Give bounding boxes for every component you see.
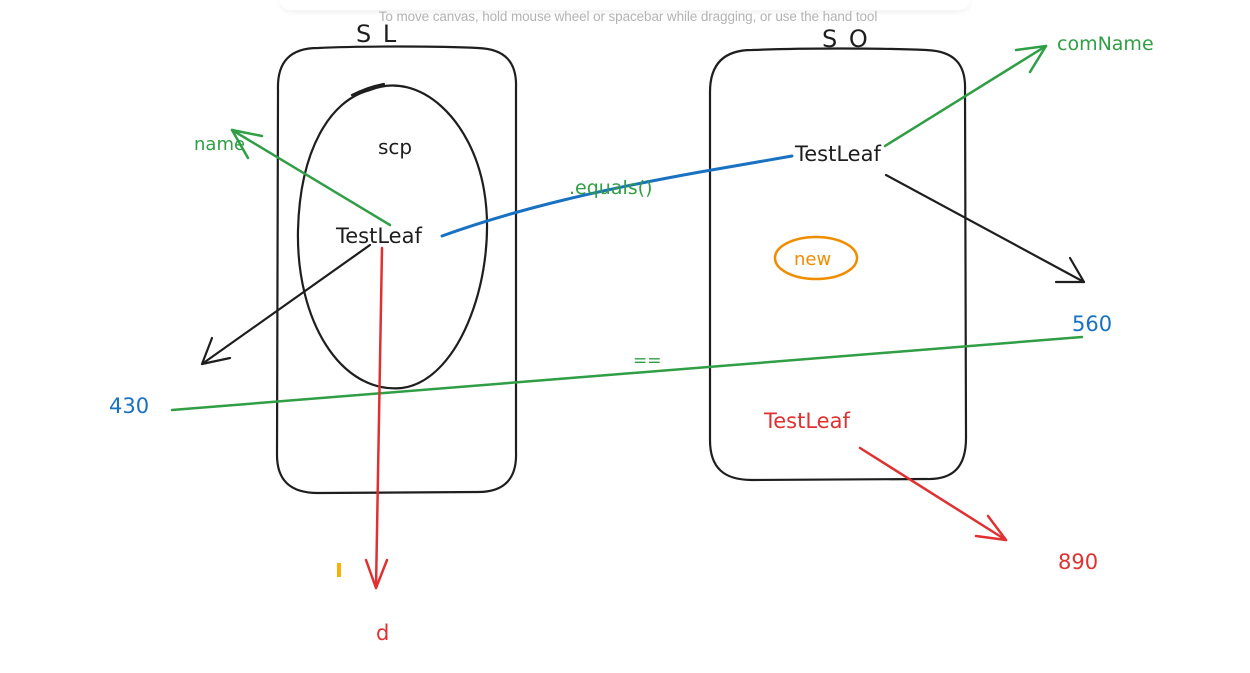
comname-arrow[interactable] [883, 44, 1048, 148]
canvas-hint: To move canvas, hold mouse wheel or spac… [378, 9, 878, 24]
scp-ellipse[interactable] [296, 82, 489, 390]
new-label[interactable]: new [794, 249, 831, 270]
eqeq-label[interactable]: == [633, 351, 662, 371]
new-ellipse[interactable] [773, 235, 859, 281]
d-label[interactable]: d [376, 621, 389, 645]
so-box[interactable] [708, 47, 968, 482]
num-430-label[interactable]: 430 [109, 394, 149, 418]
so-reference-arrow[interactable] [884, 173, 1086, 284]
d-arrow[interactable] [364, 246, 389, 590]
num-890-label[interactable]: 890 [1058, 550, 1098, 574]
sl-label[interactable]: S L [356, 20, 398, 48]
yellow-mark[interactable] [337, 563, 341, 577]
red-testleaf-arrow[interactable] [858, 446, 1008, 542]
sl-reference-arrow[interactable] [200, 243, 372, 366]
sl-box[interactable] [275, 45, 518, 495]
num-560-label[interactable]: 560 [1072, 312, 1112, 336]
scp-label[interactable]: scp [378, 135, 412, 159]
testleaf-red-label[interactable]: TestLeaf [763, 409, 850, 433]
equals-label[interactable]: .equals() [569, 177, 652, 199]
testleaf-so-label[interactable]: TestLeaf [794, 142, 881, 166]
name-arrow[interactable] [230, 128, 392, 227]
so-label[interactable]: S O [822, 25, 870, 53]
equality-line[interactable] [170, 335, 1084, 412]
testleaf-sl-label[interactable]: TestLeaf [335, 224, 422, 248]
comname-label[interactable]: comName [1057, 33, 1154, 55]
name-label[interactable]: name [194, 134, 245, 155]
equals-method-line[interactable] [440, 154, 794, 238]
hint-bar [280, 0, 970, 10]
